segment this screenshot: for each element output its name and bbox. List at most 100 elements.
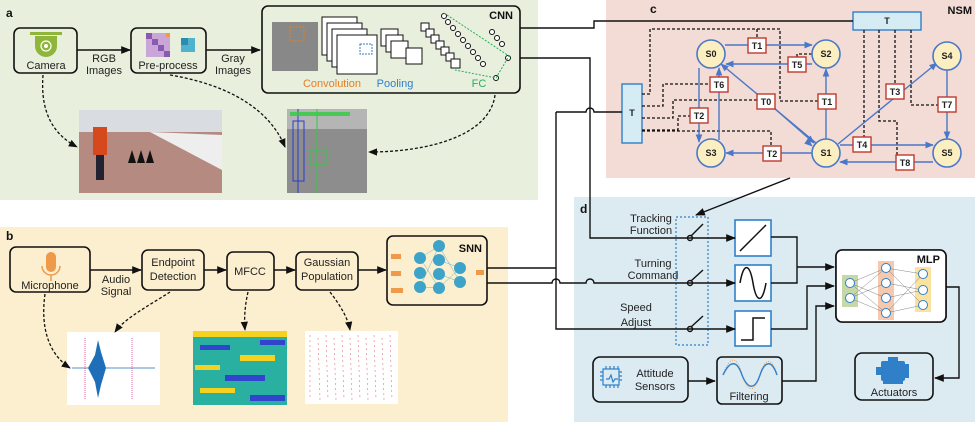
transition-t8: T8 [895, 154, 915, 171]
cross-panel-connections [487, 20, 853, 333]
snn-box [386, 235, 488, 306]
motor-icon [876, 357, 909, 384]
svg-text:T3: T3 [890, 87, 901, 97]
speed-label-1: Speed [620, 302, 652, 314]
tracking-label-2: Function [630, 225, 672, 237]
panel-label-a: a [6, 6, 13, 20]
audio-signal-label-2: Signal [101, 286, 132, 298]
transition-t3: T3 [885, 83, 905, 100]
nsm-title: NSM [948, 5, 972, 17]
svg-text:T4: T4 [857, 140, 868, 150]
svg-text:S5: S5 [941, 148, 952, 158]
state-s3: S3 [696, 138, 726, 168]
svg-text:T0: T0 [761, 97, 772, 107]
transition-t6: T6 [709, 76, 729, 93]
turning-label-2: Command [628, 270, 679, 282]
panel-d: d Tracking Function Turning Command Spee… [574, 197, 975, 422]
svg-text:T1: T1 [822, 97, 833, 107]
microphone-icon [41, 252, 61, 281]
camera-photo [79, 110, 222, 193]
endpoint-label-1: Endpoint [151, 257, 194, 269]
state-s2: S2 [811, 39, 841, 69]
svg-text:S4: S4 [941, 51, 952, 61]
speed-label-2: Adjust [621, 317, 652, 329]
svg-text:T1: T1 [752, 41, 763, 51]
svg-text:S1: S1 [820, 148, 831, 158]
panel-label-b: b [6, 229, 13, 243]
camera-label: Camera [26, 60, 66, 72]
state-s4: S4 [932, 41, 962, 71]
panel-c: c NSM T T S0 [606, 0, 975, 178]
state-s5: S5 [932, 138, 962, 168]
transition-t2-left: T2 [689, 107, 709, 124]
t-left-label: T [629, 108, 635, 118]
preprocess-label: Pre-process [138, 60, 198, 72]
attitude-label-1: Attitude [636, 368, 673, 380]
state-s1: S1 [811, 138, 841, 168]
actuators-box [854, 352, 934, 401]
preprocess-icon [146, 33, 195, 57]
svg-text:S2: S2 [820, 49, 831, 59]
transition-t5: T5 [787, 56, 807, 73]
waveform-plot [67, 332, 160, 405]
transition-t1-top: T1 [747, 37, 767, 54]
mfcc-heatmap [193, 331, 287, 405]
gray-images-label-2: Images [215, 65, 252, 77]
camera-icon [30, 32, 62, 57]
filtered-signal-icon [722, 359, 778, 389]
svg-text:T5: T5 [792, 60, 803, 70]
gaussian-population-box [295, 251, 359, 291]
mfcc-label: MFCC [234, 266, 266, 278]
turning-label-1: Turning [635, 258, 672, 270]
function-to-mlp-lines [688, 236, 960, 385]
cnn-box [261, 5, 521, 94]
svg-text:S0: S0 [705, 49, 716, 59]
transition-t4: T4 [852, 136, 872, 153]
mfcc-box [226, 251, 275, 291]
convolution-label: Convolution [303, 78, 361, 90]
transition-t1-right: T1 [817, 93, 837, 110]
mlp-network-graphic [842, 261, 931, 320]
filtering-box [716, 356, 783, 405]
tracking-label-1: Tracking [630, 213, 672, 225]
audio-signal-label-1: Audio [102, 274, 130, 286]
mlp-title: MLP [917, 254, 940, 266]
panel-label-c: c [650, 2, 657, 16]
cnn-title: CNN [489, 10, 513, 22]
chip-icon [600, 366, 622, 388]
panel-b: b Microphone Audio Signal Endpoint Detec… [0, 227, 508, 422]
t-left-box [621, 83, 643, 144]
gaussian-label-2: Population [301, 271, 353, 283]
svg-text:S3: S3 [705, 148, 716, 158]
spike-raster [305, 331, 398, 404]
attitude-label-2: Sensors [635, 381, 676, 393]
transition-t2-bottom: T2 [762, 145, 782, 162]
detection-photo [287, 109, 367, 193]
snn-network-graphic [391, 240, 484, 294]
svg-text:T8: T8 [900, 158, 911, 168]
rgb-images-label-1: RGB [92, 53, 116, 65]
control-lines [642, 28, 939, 155]
t-top-label: T [884, 16, 890, 26]
endpoint-label-2: Detection [150, 271, 196, 283]
attitude-sensors-box [592, 356, 689, 403]
switch-group[interactable] [675, 216, 709, 346]
gaussian-label-1: Gaussian [304, 257, 350, 269]
svg-text:T2: T2 [767, 149, 778, 159]
transition-t7: T7 [937, 96, 957, 113]
microphone-label: Microphone [21, 280, 78, 292]
svg-text:T6: T6 [714, 80, 725, 90]
svg-text:T2: T2 [694, 111, 705, 121]
fc-label: FC [472, 78, 487, 90]
sine-function-box [734, 264, 772, 302]
svg-text:T7: T7 [942, 100, 953, 110]
rgb-images-label-2: Images [86, 65, 123, 77]
pooling-label: Pooling [377, 78, 414, 90]
filtering-label: Filtering [729, 391, 768, 403]
cnn-layers-graphic [272, 12, 511, 81]
panel-label-d: d [580, 202, 587, 216]
panel-a: a Camera RGB Images Pre-process Gray Ima… [0, 0, 538, 200]
transition-t0: T0 [756, 93, 776, 110]
gray-images-label-1: Gray [221, 53, 245, 65]
